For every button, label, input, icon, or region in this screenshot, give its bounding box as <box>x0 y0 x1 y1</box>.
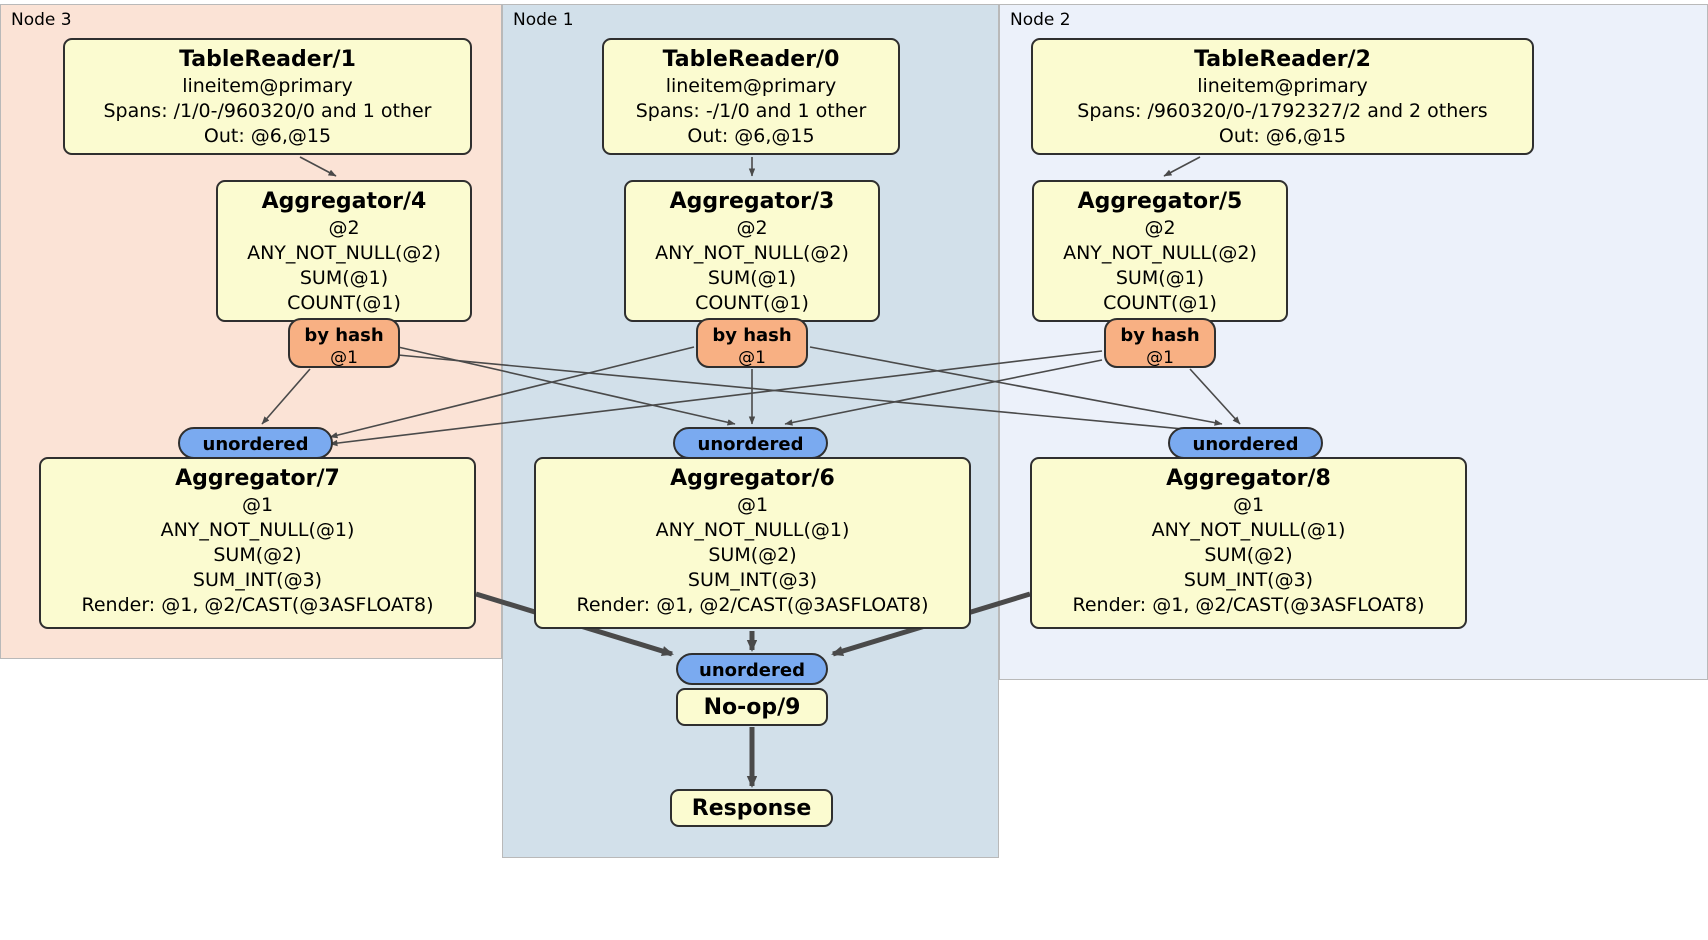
aggregator-8-line: SUM_INT(@3) <box>1183 569 1314 591</box>
aggregator-7-line: @1 <box>241 494 274 516</box>
unordered-badge-node1[interactable]: unordered <box>673 427 828 459</box>
aggregator-7-line: Render: @1, @2/CAST(@3ASFLOAT8) <box>81 594 434 616</box>
table-reader-1-line: lineitem@primary <box>182 75 353 97</box>
table-reader-0-title: TableReader/0 <box>662 47 840 72</box>
aggregator-4-line: COUNT(@1) <box>287 292 401 314</box>
aggregator-3-line: @2 <box>736 217 768 239</box>
aggregator-8-line: SUM(@2) <box>1204 544 1293 566</box>
aggregator-6-title: Aggregator/6 <box>670 466 835 491</box>
aggregator-4-line: @2 <box>328 217 360 239</box>
aggregator-7-line: SUM_INT(@3) <box>192 569 323 591</box>
table-reader-0-line: lineitem@primary <box>665 75 837 97</box>
table-reader-2-line: lineitem@primary <box>1197 75 1368 97</box>
aggregator-8-line: ANY_NOT_NULL(@1) <box>1151 519 1346 541</box>
table-reader-2-line: Spans: /960320/0-/1792327/2 and 2 others <box>1077 100 1488 122</box>
by-hash-badge-node2-title: by hash <box>1120 325 1200 346</box>
aggregator-7-title: Aggregator/7 <box>175 466 340 491</box>
response-title: Response <box>691 796 812 821</box>
node-panel-label-node2: Node 2 <box>1010 10 1071 30</box>
by-hash-badge-node1[interactable]: by hash@1 <box>696 318 808 368</box>
node-panel-label-node1: Node 1 <box>513 10 574 30</box>
no-op-9[interactable]: No-op/9 <box>676 688 828 726</box>
by-hash-badge-node2-column: @1 <box>1146 348 1174 368</box>
aggregator-6-line: ANY_NOT_NULL(@1) <box>655 519 850 541</box>
table-reader-2-line: Out: @6,@15 <box>1218 125 1347 147</box>
aggregator-6-line: @1 <box>736 494 769 516</box>
by-hash-badge-node2[interactable]: by hash@1 <box>1104 318 1216 368</box>
aggregator-7-line: ANY_NOT_NULL(@1) <box>160 519 355 541</box>
by-hash-badge-node3[interactable]: by hash@1 <box>288 318 400 368</box>
aggregator-8-title: Aggregator/8 <box>1166 466 1331 491</box>
table-reader-1-title: TableReader/1 <box>179 47 356 72</box>
table-reader-1-line: Out: @6,@15 <box>203 125 332 147</box>
aggregator-3-line: ANY_NOT_NULL(@2) <box>655 242 849 264</box>
by-hash-badge-node1-title: by hash <box>712 325 792 346</box>
by-hash-badge-node1-column: @1 <box>738 348 766 368</box>
by-hash-badge-node3-column: @1 <box>330 348 358 368</box>
no-op-9-title: No-op/9 <box>703 695 801 720</box>
unordered-badge-node2[interactable]: unordered <box>1168 427 1323 459</box>
unordered-badge-node3[interactable]: unordered <box>178 427 333 459</box>
aggregator-5-title: Aggregator/5 <box>1077 189 1243 214</box>
aggregator-5-line: COUNT(@1) <box>1103 292 1217 314</box>
aggregator-8-line: Render: @1, @2/CAST(@3ASFLOAT8) <box>1072 594 1425 616</box>
response[interactable]: Response <box>670 789 833 827</box>
aggregator-4-title: Aggregator/4 <box>261 189 427 214</box>
aggregator-7-line: SUM(@2) <box>213 544 302 566</box>
aggregator-5-line: @2 <box>1144 217 1176 239</box>
aggregator-5-line: ANY_NOT_NULL(@2) <box>1063 242 1257 264</box>
table-reader-2-title: TableReader/2 <box>1194 47 1371 72</box>
aggregator-4-line: ANY_NOT_NULL(@2) <box>247 242 441 264</box>
aggregator-5-line: SUM(@1) <box>1115 267 1205 289</box>
aggregator-6-line: SUM(@2) <box>708 544 797 566</box>
table-reader-0-line: Out: @6,@15 <box>687 125 815 147</box>
aggregator-3-title: Aggregator/3 <box>669 189 835 214</box>
aggregator-4-line: SUM(@1) <box>299 267 389 289</box>
aggregator-6-line: SUM_INT(@3) <box>687 569 818 591</box>
table-reader-0-line: Spans: -/1/0 and 1 other <box>635 100 867 122</box>
by-hash-badge-node3-title: by hash <box>304 325 384 346</box>
aggregator-6-line: Render: @1, @2/CAST(@3ASFLOAT8) <box>576 594 929 616</box>
node-panel-label-node3: Node 3 <box>11 10 72 30</box>
aggregator-3-line: COUNT(@1) <box>695 292 809 314</box>
table-reader-1-line: Spans: /1/0-/960320/0 and 1 other <box>103 100 432 122</box>
unordered-badge-final[interactable]: unordered <box>676 653 828 685</box>
aggregator-3-line: SUM(@1) <box>707 267 797 289</box>
aggregator-8-line: @1 <box>1232 494 1265 516</box>
